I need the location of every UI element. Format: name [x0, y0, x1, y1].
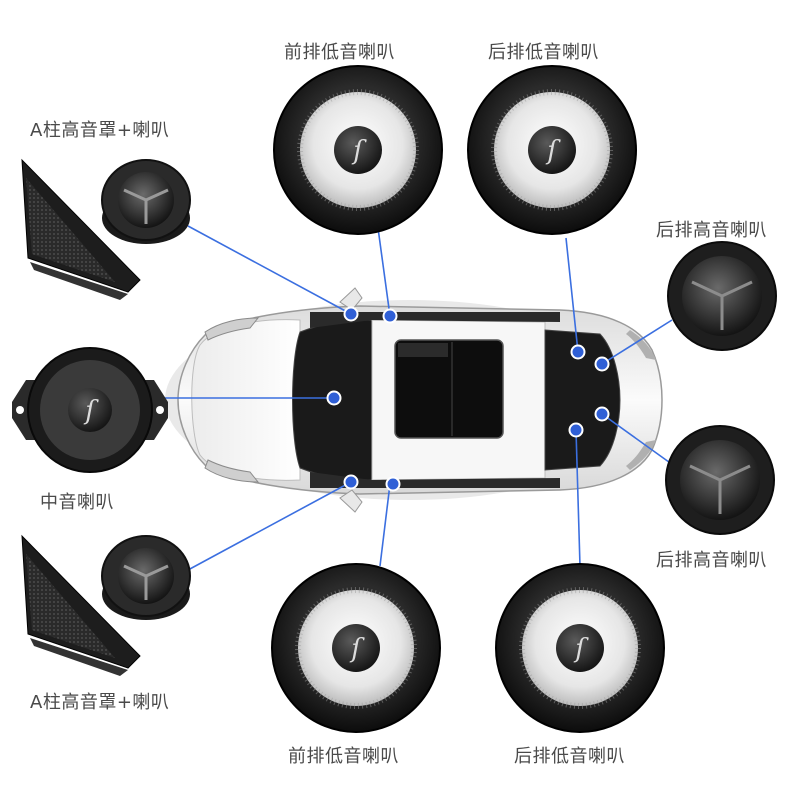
dot-rear-tweeter-right [594, 406, 610, 422]
label-midrange: 中音喇叭 [40, 492, 114, 513]
dot-a-pillar-right [343, 474, 359, 490]
dot-a-pillar-left [343, 306, 359, 322]
midrange-speaker: ſ [12, 347, 168, 473]
label-rear-bass-bottom: 后排低音喇叭 [514, 746, 625, 767]
label-rear-bass-top: 后排低音喇叭 [488, 42, 599, 63]
tweeter-rear-bottom [665, 425, 775, 535]
woofer-front-top: ſ [273, 65, 443, 235]
woofer-rear-bottom: ſ [495, 563, 665, 733]
dot-rear-door-right [568, 422, 584, 438]
dot-front-door-right [385, 476, 401, 492]
connector-lines [155, 225, 681, 571]
label-rear-tweeter-top: 后排高音喇叭 [656, 220, 767, 241]
tweeter-a-pillar-bottom [101, 535, 191, 620]
tweeter-a-pillar-top [101, 159, 191, 244]
label-rear-tweeter-bottom: 后排高音喇叭 [656, 550, 767, 571]
dot-rear-tweeter-left [594, 356, 610, 372]
label-front-bass-top: 前排低音喇叭 [284, 42, 395, 63]
a-pillar-cover-top [21, 158, 141, 300]
car-top-view [165, 287, 663, 513]
label-front-bass-bottom: 前排低音喇叭 [288, 746, 399, 767]
connector-dots [326, 306, 610, 492]
woofer-front-bottom: ſ [271, 563, 441, 733]
woofer-rear-top: ſ [467, 65, 637, 235]
dot-rear-door-left [570, 344, 586, 360]
a-pillar-cover-bottom [21, 534, 141, 676]
dot-front-door-left [382, 308, 398, 324]
label-a-pillar-top: A柱高音罩+喇叭 [30, 120, 170, 141]
dot-midrange [326, 390, 342, 406]
label-a-pillar-bottom: A柱高音罩+喇叭 [30, 692, 170, 713]
tweeter-rear-top [667, 241, 777, 351]
